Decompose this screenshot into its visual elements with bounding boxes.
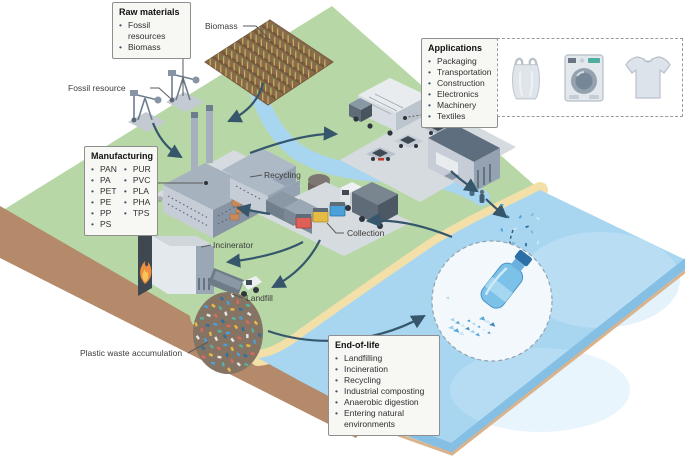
plastic-bag-icon: [512, 57, 540, 99]
manufacturing-list-col1: PANPAPETPEPPPS: [91, 164, 117, 230]
plastic-fragments: [446, 296, 496, 337]
list-bullet-item: PET: [91, 186, 117, 197]
arrow-collection-to-incinerator: [225, 241, 304, 268]
applications-box: Applications PackagingTransportationCons…: [421, 38, 498, 128]
incinerator-label: Incinerator: [213, 240, 254, 250]
list-bullet-item: Entering natural environments: [335, 408, 433, 430]
end-of-life-title: End-of-life: [335, 340, 380, 350]
list-bullet-item: PUR: [124, 164, 151, 175]
applications-area: [340, 78, 516, 203]
list-bullet-item: TPS: [124, 208, 151, 219]
applications-list: PackagingTransportationConstructionElect…: [428, 56, 492, 122]
landfill: [190, 268, 266, 374]
list-bullet-item: Machinery: [428, 100, 491, 111]
end-of-life-box: End-of-life LandfillingIncinerationRecyc…: [328, 335, 440, 437]
list-bullet-item: Transportation: [428, 67, 492, 78]
arrow-fossil-to-factory: [151, 122, 183, 159]
arrow-collection-to-landfill: [271, 239, 321, 288]
washing-machine-icon: [564, 53, 604, 102]
list-bullet-item: Biomass: [119, 42, 184, 53]
raw-materials-title: Raw materials: [119, 7, 180, 17]
list-bullet-item: Packaging: [428, 56, 491, 67]
raw-materials-box: Raw materials Fossil resourcesBiomass: [112, 2, 191, 59]
collection-label: Collection: [347, 228, 385, 238]
list-bullet-item: Industrial composting: [335, 386, 433, 397]
list-bullet-item: PP: [91, 208, 117, 219]
list-bullet-item: PVC: [124, 175, 151, 186]
floating-plastic-debris: [500, 204, 540, 247]
landfill-label: Landfill: [246, 293, 273, 303]
dumpsters: [295, 202, 346, 229]
recycling-label: Recycling: [264, 170, 301, 180]
fragmentation-circle: [431, 240, 553, 362]
raw-materials-list: Fossil resourcesBiomass: [119, 20, 184, 53]
list-bullet-item: Textiles: [428, 111, 491, 122]
applications-title: Applications: [428, 43, 483, 53]
arrow-factory-to-applications: [249, 126, 339, 155]
dump-truck: [208, 268, 262, 297]
fossil-resource-label: Fossil resource: [68, 83, 126, 93]
fossil-resource-pumpjacks: [128, 70, 204, 132]
manufacturing-box: Manufacturing PANPAPETPEPPPS PURPVCPLAPH…: [84, 146, 158, 236]
biomass-field: [204, 19, 334, 106]
list-bullet-item: Electronics: [428, 89, 491, 100]
arrow-coast-to-collection: [365, 212, 453, 239]
list-bullet-item: Landfilling: [335, 353, 433, 364]
list-bullet-item: PAN: [91, 164, 117, 175]
list-bullet-item: Fossil resources: [119, 20, 184, 42]
box-truck: [349, 78, 428, 136]
manufacturing-title: Manufacturing: [91, 151, 153, 161]
list-bullet-item: Construction: [428, 78, 491, 89]
arrow-collection-to-factory: [235, 203, 271, 218]
store-building: [428, 124, 500, 192]
manufacturing-list-col2: PURPVCPLAPHATPS: [124, 164, 151, 230]
list-bullet-item: PLA: [124, 186, 151, 197]
arrow-people-to-sea: [485, 198, 508, 219]
list-bullet-item: Incineration: [335, 364, 433, 375]
list-bullet-item: PS: [91, 219, 117, 230]
arrow-biomass-to-factory: [227, 82, 265, 123]
plastic-bottle-icon: [480, 249, 532, 309]
biomass-label: Biomass: [205, 21, 238, 31]
applications-icons-box: [497, 38, 683, 117]
list-bullet-item: Recycling: [335, 375, 433, 386]
list-bullet-item: PE: [91, 197, 117, 208]
list-bullet-item: Anaerobic digestion: [335, 397, 433, 408]
soil-edge: [0, 206, 370, 438]
dashed-link-debris-to-circle: [509, 229, 514, 245]
arrow-store-to-people: [450, 170, 479, 193]
leader-lines: [150, 25, 455, 354]
t-shirt-icon: [625, 55, 671, 99]
plastic-waste-label: Plastic waste accumulation: [80, 348, 183, 358]
end-of-life-list: LandfillingIncinerationRecyclingIndustri…: [335, 353, 433, 430]
list-bullet-item: PA: [91, 175, 117, 186]
list-bullet-item: PHA: [124, 197, 151, 208]
